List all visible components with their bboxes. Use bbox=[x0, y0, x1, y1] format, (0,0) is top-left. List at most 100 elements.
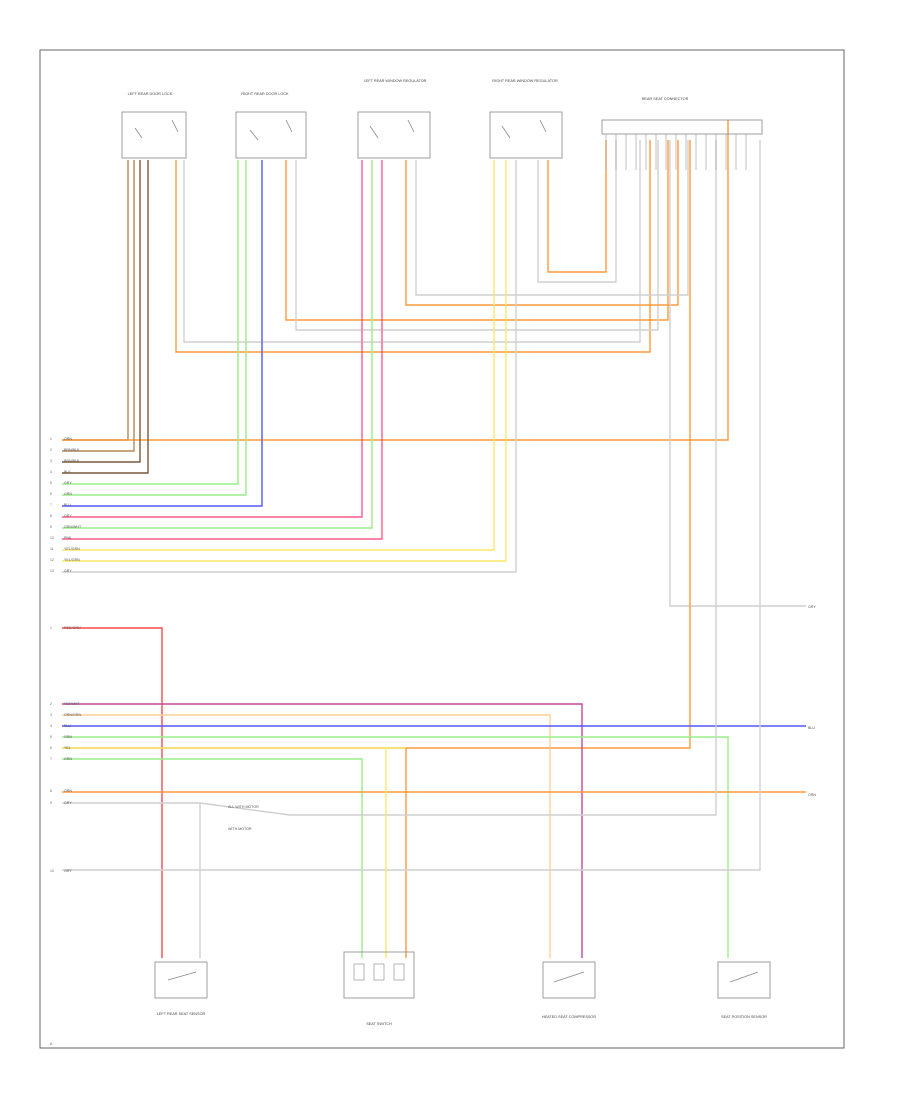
diagram-frame bbox=[39, 49, 845, 1049]
svg-text:1: 1 bbox=[50, 437, 52, 441]
wire-label: PNK bbox=[64, 536, 72, 540]
svg-text:3: 3 bbox=[50, 713, 52, 717]
wire-green bbox=[62, 160, 247, 496]
wire-label: GRN bbox=[64, 735, 72, 739]
svg-text:9: 9 bbox=[50, 525, 52, 529]
svg-text:7: 7 bbox=[50, 503, 52, 507]
svg-text:2: 2 bbox=[50, 448, 52, 452]
wire-brown bbox=[62, 160, 141, 463]
svg-text:8: 8 bbox=[50, 789, 52, 793]
wire-label: GRY bbox=[64, 801, 72, 805]
wire-gray bbox=[415, 140, 689, 296]
wire-label: BLU bbox=[64, 503, 71, 507]
wire-brown bbox=[62, 160, 149, 474]
wire-orange bbox=[547, 140, 607, 273]
wire-gray bbox=[199, 140, 717, 816]
component-left-rear-seat-sensor: LEFT REAR SEAT SENSOR bbox=[154, 961, 208, 1016]
wire-label: ORN bbox=[64, 789, 72, 793]
wire-red bbox=[62, 627, 163, 958]
wire-pink bbox=[62, 160, 363, 518]
wire-blue bbox=[62, 160, 263, 507]
wire-label: BRN/BLK bbox=[64, 459, 80, 463]
wire-label: GRN/WHT bbox=[64, 525, 82, 529]
svg-text:9: 9 bbox=[50, 801, 52, 805]
right-wire-labels: GRY BLU ORN bbox=[808, 605, 816, 797]
wire-label: GRY bbox=[808, 605, 816, 609]
component-left-rear-window-regulator: LEFT REAR WINDOW REGULATOR bbox=[357, 79, 431, 159]
component-seat-position-sensor: SEAT POSITION SENSOR bbox=[717, 961, 771, 1019]
component-right-rear-door-lock: RIGHT REAR DOOR LOCK bbox=[235, 92, 307, 159]
component-label: LEFT REAR DOOR LOCK bbox=[128, 92, 173, 96]
wire-label: BLK bbox=[64, 470, 71, 474]
wire-label: BLU bbox=[64, 724, 71, 728]
component-label: SEAT SWITCH bbox=[366, 1022, 392, 1026]
wire-orange bbox=[285, 140, 669, 321]
svg-text:8: 8 bbox=[50, 514, 52, 518]
wire-label: ORN bbox=[808, 793, 816, 797]
wire-label: BLU bbox=[808, 726, 815, 730]
wire-green bbox=[62, 160, 239, 485]
component-heated-seat-compressor: HEATED SEAT COMPRESSOR bbox=[542, 961, 596, 1019]
wire-gray bbox=[183, 140, 641, 343]
component-label: HEATED SEAT COMPRESSOR bbox=[542, 1015, 596, 1019]
wire-label-red: RED/GRN bbox=[64, 626, 81, 630]
svg-text:11: 11 bbox=[50, 547, 54, 551]
wire-label: GRY bbox=[64, 481, 72, 485]
svg-text:5: 5 bbox=[50, 481, 52, 485]
svg-text:5: 5 bbox=[50, 735, 52, 739]
wire-label: VIO/WHT bbox=[64, 702, 80, 706]
harness-label: ALL WITH MOTOR bbox=[228, 805, 259, 809]
component-rear-seat-connector: REAR SEAT CONNECTOR bbox=[601, 97, 763, 135]
svg-text:1: 1 bbox=[50, 626, 52, 630]
component-label: SEAT POSITION SENSOR bbox=[721, 1015, 767, 1019]
harness-label: WITH MOTOR bbox=[228, 827, 252, 831]
svg-text:7: 7 bbox=[50, 757, 52, 761]
svg-text:6: 6 bbox=[50, 492, 52, 496]
component-label: LEFT REAR SEAT SENSOR bbox=[157, 1012, 206, 1016]
component-seat-switch: SEAT SWITCH bbox=[343, 951, 415, 1026]
wire-label: YEL/GRN bbox=[64, 558, 80, 562]
svg-text:12: 12 bbox=[50, 558, 54, 562]
wire-orange bbox=[175, 140, 651, 353]
corner-label: A bbox=[50, 1042, 53, 1046]
wire-green bbox=[62, 736, 729, 958]
wire-pink bbox=[62, 160, 383, 540]
component-label: LEFT REAR WINDOW REGULATOR bbox=[364, 79, 427, 83]
component-right-rear-window-regulator: RIGHT REAR WINDOW REGULATOR bbox=[489, 79, 563, 159]
svg-text:4: 4 bbox=[50, 724, 52, 728]
component-label: REAR SEAT CONNECTOR bbox=[642, 97, 689, 101]
wires-layer bbox=[62, 120, 806, 958]
component-label: RIGHT REAR WINDOW REGULATOR bbox=[492, 79, 558, 83]
wire-label: ORN bbox=[64, 437, 72, 441]
wire-lightorange bbox=[62, 714, 551, 958]
wire-label: ORN/GRN bbox=[64, 713, 81, 717]
wire-green bbox=[62, 160, 373, 529]
wire-gray bbox=[62, 802, 201, 958]
wire-yellow bbox=[62, 160, 495, 551]
wire-label: GRN bbox=[64, 757, 72, 761]
wire-label: GRY bbox=[64, 869, 72, 873]
svg-text:4: 4 bbox=[50, 470, 52, 474]
component-left-rear-door-lock: LEFT REAR DOOR LOCK bbox=[121, 92, 187, 159]
wire-orange bbox=[405, 140, 679, 306]
wire-gray bbox=[295, 140, 659, 331]
wire-tan bbox=[62, 160, 135, 452]
wire-label: BRN/BLK bbox=[64, 448, 80, 452]
wire-label: GRN bbox=[64, 492, 72, 496]
component-label: RIGHT REAR DOOR LOCK bbox=[241, 92, 289, 96]
wire-yellow bbox=[62, 160, 507, 562]
wire-orange bbox=[62, 140, 691, 749]
left-wire-labels: ORN BRN/BLK BRN/BLK BLK GRY GRN BLU GRY … bbox=[64, 437, 82, 873]
wire-gray bbox=[62, 160, 517, 573]
wire-violet bbox=[62, 703, 583, 958]
wire-label: GRY bbox=[64, 514, 72, 518]
svg-text:10: 10 bbox=[50, 536, 54, 540]
svg-text:2: 2 bbox=[50, 702, 52, 706]
svg-text:10: 10 bbox=[50, 869, 54, 873]
wire-label: YEL/GRN bbox=[64, 547, 80, 551]
wire-gray bbox=[62, 140, 761, 871]
svg-text:13: 13 bbox=[50, 569, 54, 573]
wire-label: GRY bbox=[64, 569, 72, 573]
